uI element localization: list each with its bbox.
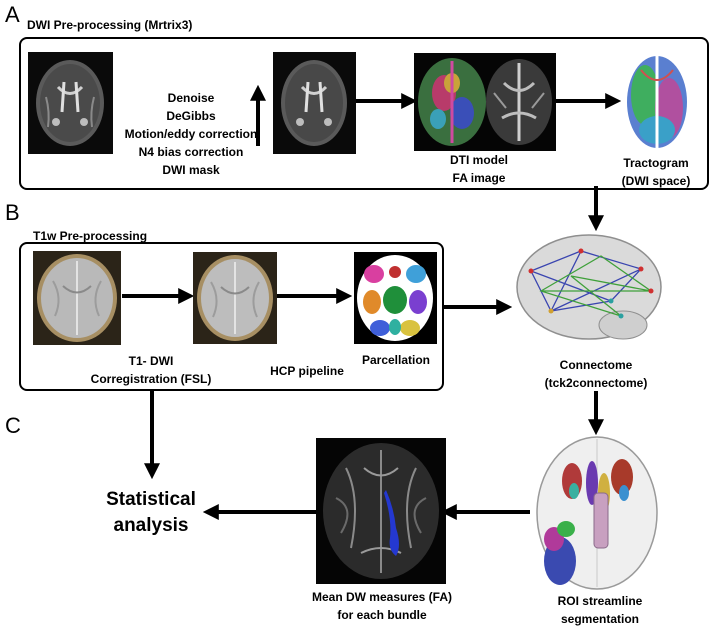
motion-eddy-label: Motion/eddy correction bbox=[124, 127, 258, 141]
panel-letter-b: B bbox=[5, 200, 20, 225]
t1w-section-title: T1w Pre-processing bbox=[33, 229, 148, 243]
panel-letter-a: A bbox=[5, 2, 20, 27]
tractogram-space: (DWI space) bbox=[621, 174, 691, 188]
dwi-mask-label: DWI mask bbox=[162, 163, 220, 177]
panel-letter-c: C bbox=[5, 413, 21, 438]
roi-title: ROI streamline bbox=[557, 594, 643, 608]
roi-subtitle: segmentation bbox=[560, 612, 639, 626]
dti-model-label: DTI model bbox=[449, 153, 508, 167]
tractogram-image bbox=[627, 56, 687, 148]
connectome-label: Connectome (tck2connectome) bbox=[526, 356, 666, 392]
mean-dw-label: Mean DW measures (FA) for each bundle bbox=[292, 588, 472, 624]
dwi-preprocessed-brain-image bbox=[273, 52, 356, 154]
coreg-method: Corregistration (FSL) bbox=[90, 372, 212, 386]
coreg-title: T1- DWI bbox=[128, 354, 174, 368]
mean-dw-brain-image bbox=[316, 438, 446, 584]
connectome-tool: (tck2connectome) bbox=[544, 376, 648, 390]
connectome-image bbox=[516, 234, 662, 340]
roi-segmentation-label: ROI streamline segmentation bbox=[535, 592, 665, 628]
dwi-raw-brain-image bbox=[28, 52, 113, 154]
statistical-analysis-label: Statistical analysis bbox=[84, 487, 218, 539]
denoise-label: Denoise bbox=[167, 91, 215, 105]
tractogram-label: Tractogram (DWI space) bbox=[608, 154, 704, 190]
t1w-raw-brain-image bbox=[33, 251, 121, 345]
parcellation-label: Parcellation bbox=[361, 353, 431, 367]
parcellation-image bbox=[354, 252, 437, 344]
stats-title-line1: Statistical bbox=[106, 489, 196, 510]
dti-fa-image bbox=[414, 53, 556, 151]
dwi-preprocessing-steps: Denoise DeGibbs Motion/eddy correction N… bbox=[108, 89, 274, 179]
dwi-section-title: DWI Pre-processing (Mrtrix3) bbox=[27, 18, 193, 32]
mean-dw-title: Mean DW measures (FA) bbox=[311, 590, 453, 604]
mean-dw-subtitle: for each bundle bbox=[337, 608, 427, 622]
stats-title-line2: analysis bbox=[113, 515, 189, 536]
t1w-registered-brain-image bbox=[193, 252, 277, 344]
roi-segmentation-image bbox=[536, 436, 658, 590]
degibbs-label: DeGibbs bbox=[166, 109, 216, 123]
dti-label: DTI model FA image bbox=[430, 151, 528, 187]
n4-bias-label: N4 bias correction bbox=[138, 145, 244, 159]
connectome-title: Connectome bbox=[559, 358, 633, 372]
dwi-preprocessing-box bbox=[19, 37, 709, 190]
hcp-pipeline-label: HCP pipeline bbox=[270, 364, 344, 378]
fa-image-label: FA image bbox=[452, 171, 506, 185]
coregistration-label: T1- DWI Corregistration (FSL) bbox=[62, 352, 240, 388]
tractogram-title: Tractogram bbox=[623, 156, 689, 170]
